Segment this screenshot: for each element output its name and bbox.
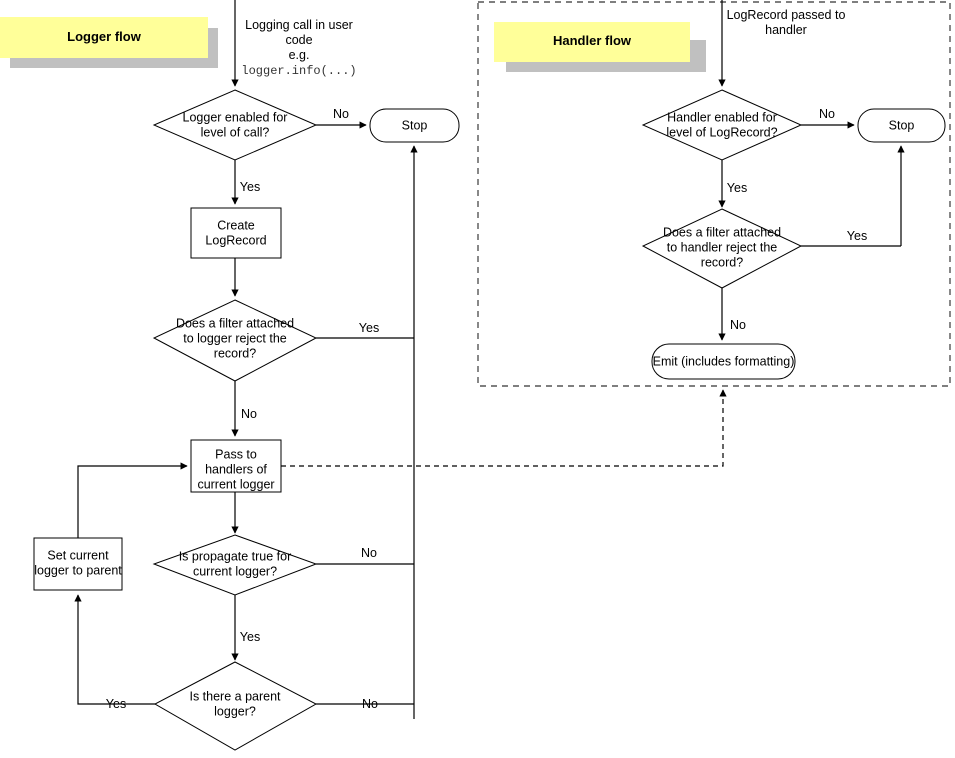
pass-to-handlers-label-line2: handlers of	[205, 462, 267, 476]
handler-enabled-label-line1: Handler enabled for	[667, 110, 777, 124]
handler-filter-label-line2: to handler reject the	[667, 240, 778, 254]
edge-label-handler-enabled-yes: Yes	[727, 181, 747, 195]
logger-entry-caption-line2: code	[285, 33, 312, 47]
logger-filter-label-line2: to logger reject the	[183, 331, 287, 345]
node-logger-enabled: Logger enabled for level of call?	[152, 89, 318, 161]
handler-entry-caption: LogRecord passed to handler	[727, 8, 846, 37]
pass-to-handlers-box	[190, 439, 282, 493]
logger-filter-label-line3: record?	[214, 346, 256, 360]
pass-to-handlers-label-line3: current logger	[197, 477, 274, 491]
logger-stop-terminator	[369, 108, 460, 143]
parent-logger-label-line1: Is there a parent	[189, 689, 281, 703]
parent-logger-diamond	[153, 661, 318, 751]
handler-filter-label-line3: record?	[701, 255, 743, 269]
pass-to-handlers-label-line1: Pass to	[215, 447, 257, 461]
logger-banner-label: Logger flow	[67, 29, 142, 44]
handler-group-border	[477, 1, 951, 387]
edge-label-logger-filter-no: No	[241, 407, 257, 421]
node-pass-to-handlers: Pass to handlers of current logger	[190, 439, 282, 493]
edge-label-propagate-yes: Yes	[240, 630, 260, 644]
logger-filter-label-line1: Does a filter attached	[176, 316, 294, 330]
edge-label-handler-enabled-no: No	[819, 107, 835, 121]
handler-enabled-label-line2: level of LogRecord?	[666, 125, 777, 139]
logger-banner-box	[0, 17, 208, 58]
node-set-parent: Set current logger to parent	[33, 537, 123, 591]
edge-pass-to-handler-flow-dashed	[281, 389, 727, 467]
handler-filter-label-line1: Does a filter attached	[663, 225, 781, 239]
edge-label-parent-yes: Yes	[106, 697, 126, 711]
handler-stop-label: Stop	[889, 118, 915, 132]
logger-entry-caption-code: logger.info(...)	[241, 64, 356, 78]
edge-label-logger-enabled-yes: Yes	[240, 180, 260, 194]
edge-label-parent-no: No	[362, 697, 378, 711]
edge-label-logger-filter-yes: Yes	[359, 321, 379, 335]
set-parent-label-line1: Set current	[47, 548, 109, 562]
create-logrecord-box	[190, 207, 282, 259]
edge-label-logger-enabled-no: No	[333, 107, 349, 121]
node-propagate: Is propagate true for current logger?	[152, 534, 318, 596]
set-parent-box	[33, 537, 123, 591]
edge-parent-yes	[74, 594, 155, 705]
logger-enabled-label-line2: level of call?	[201, 125, 270, 139]
logger-entry-caption: Logging call in user code e.g. logger.in…	[241, 18, 356, 78]
set-parent-label-line2: logger to parent	[34, 563, 122, 577]
edge-label-handler-filter-yes: Yes	[847, 229, 867, 243]
propagate-label-line2: current logger?	[193, 564, 277, 578]
edge-set-parent-to-pass	[77, 462, 188, 538]
handler-banner-box	[494, 22, 690, 62]
emit-label: Emit (includes formatting)	[653, 354, 795, 368]
logger-entry-caption-line1: Logging call in user	[245, 18, 353, 32]
handler-entry-caption-line1: LogRecord passed to	[727, 8, 846, 22]
handler-flow-banner: Handler flow	[494, 22, 706, 72]
propagate-label-line1: Is propagate true for	[179, 549, 292, 563]
emit-terminator	[651, 343, 796, 380]
parent-logger-label-line2: logger?	[214, 704, 256, 718]
create-logrecord-label-line1: Create	[217, 218, 255, 232]
edge-label-handler-filter-no: No	[730, 318, 746, 332]
handler-entry-caption-line2: handler	[765, 23, 807, 37]
handler-banner-label: Handler flow	[553, 33, 632, 48]
node-logger-stop: Stop	[369, 108, 460, 143]
node-parent-logger: Is there a parent logger?	[153, 661, 318, 751]
logger-enabled-label-line1: Logger enabled for	[183, 110, 288, 124]
node-handler-filter: Does a filter attached to handler reject…	[641, 208, 803, 289]
logger-flow-banner: Logger flow	[0, 17, 218, 68]
logger-entry-caption-line3: e.g.	[289, 48, 310, 62]
node-create-logrecord: Create LogRecord	[190, 207, 282, 259]
edge-label-propagate-no: No	[361, 546, 377, 560]
handler-stop-terminator	[857, 108, 946, 143]
node-handler-enabled: Handler enabled for level of LogRecord?	[641, 89, 803, 161]
node-emit: Emit (includes formatting)	[651, 343, 796, 380]
logger-stop-label: Stop	[402, 118, 428, 132]
node-logger-filter: Does a filter attached to logger reject …	[152, 299, 318, 382]
create-logrecord-label-line2: LogRecord	[205, 233, 266, 247]
node-handler-stop: Stop	[857, 108, 946, 143]
